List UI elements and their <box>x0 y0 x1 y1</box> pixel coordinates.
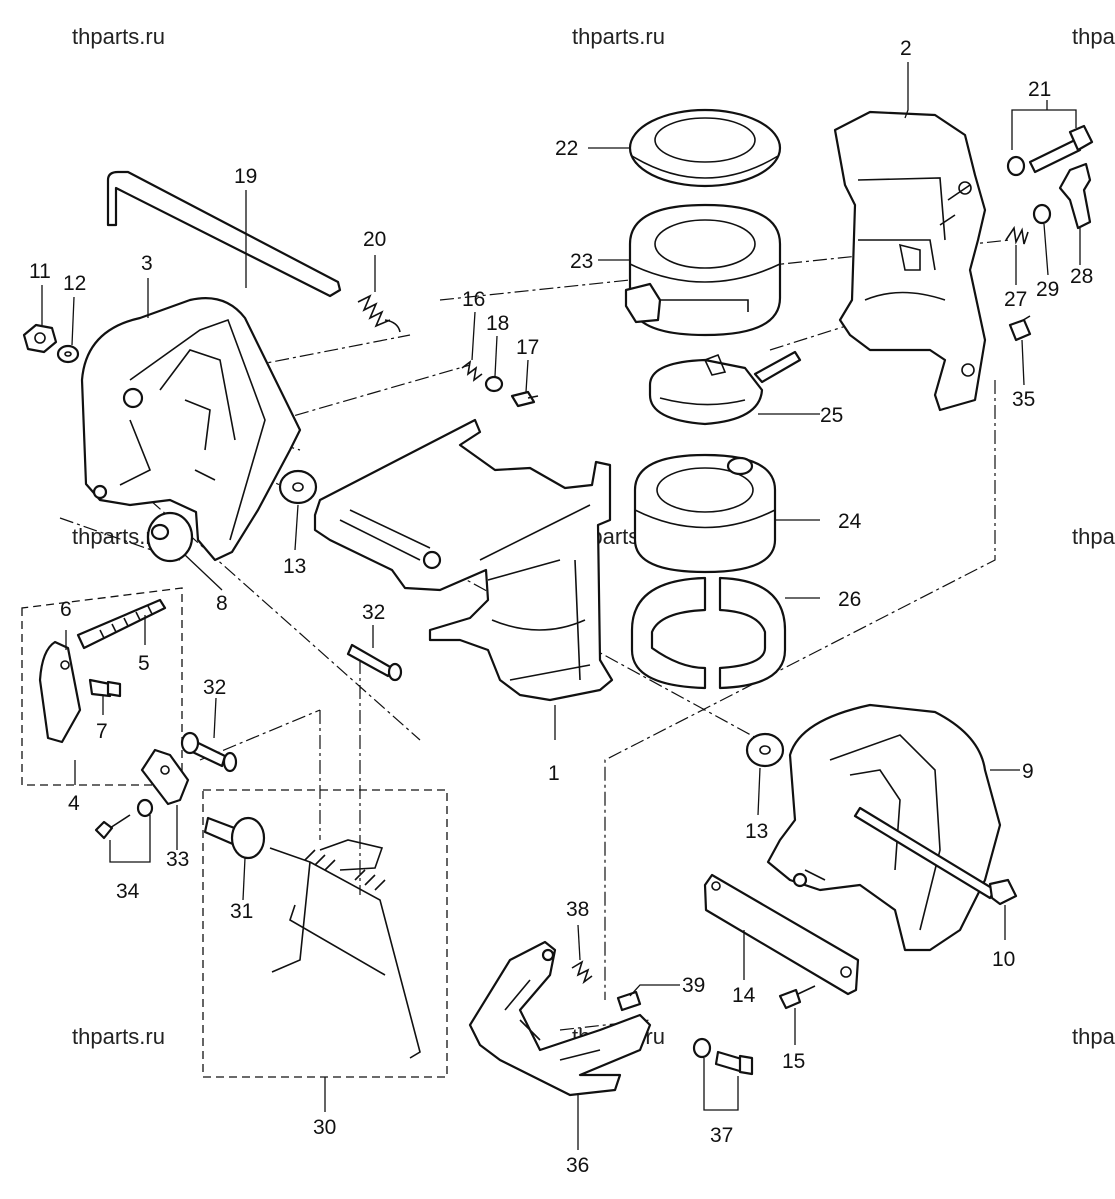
part-25-band <box>648 350 802 426</box>
callout-39: 39 <box>682 974 705 997</box>
part-32-pin-upper <box>346 643 403 682</box>
callout-36: 36 <box>566 1154 589 1177</box>
callout-28: 28 <box>1070 265 1093 288</box>
part-5-screw <box>76 598 167 650</box>
callout-26: 26 <box>838 588 861 611</box>
part-33-bracket <box>140 748 190 806</box>
callout-22: 22 <box>555 137 578 160</box>
callout-13a: 13 <box>283 555 306 578</box>
callout-21: 21 <box>1028 78 1051 101</box>
part-10-bolt <box>853 806 1018 906</box>
callout-9: 9 <box>1022 760 1034 783</box>
part-16-spring <box>461 360 483 382</box>
watermark-7: thparts.ru <box>72 1024 165 1049</box>
callout-27: 27 <box>1004 288 1027 311</box>
part-17-screw <box>510 390 539 408</box>
callout-35: 35 <box>1012 388 1035 411</box>
part-39-spacer <box>616 990 642 1012</box>
part-8-knob <box>146 511 194 563</box>
callout-18: 18 <box>486 312 509 335</box>
part-36-tilt-lever <box>468 940 652 1097</box>
part-22-ring <box>628 108 782 188</box>
part-12-washer <box>56 344 80 364</box>
callout-4: 4 <box>68 792 80 815</box>
part-29-washer <box>1032 203 1052 225</box>
callout-10: 10 <box>992 948 1015 971</box>
kit-box-30 <box>202 789 448 1078</box>
part-23-bushing <box>624 203 782 337</box>
part-7-bolt <box>88 678 122 698</box>
callout-19: 19 <box>234 165 257 188</box>
callout-31: 31 <box>230 900 253 923</box>
callout-8: 8 <box>216 592 228 615</box>
part-2-housing <box>833 110 987 412</box>
part-13-washer-right <box>745 732 785 768</box>
callout-33: 33 <box>166 848 189 871</box>
part-19-rod <box>106 170 342 298</box>
callout-20: 20 <box>363 228 386 251</box>
part-20-spring <box>357 294 401 333</box>
part-6-lock-lever <box>38 640 82 744</box>
callout-12: 12 <box>63 272 86 295</box>
callouts: 1 2 3 4 5 6 7 8 9 10 11 12 13 13 14 15 1… <box>29 37 1093 1177</box>
callout-11: 11 <box>29 260 51 283</box>
kit-box-4 <box>21 587 183 786</box>
part-1-swivel-bracket <box>313 418 614 702</box>
part-31-pin <box>203 816 266 860</box>
callout-16: 16 <box>462 288 485 311</box>
callout-5: 5 <box>138 652 150 675</box>
part-38-spring <box>571 960 593 985</box>
part-32-pin-lower <box>180 731 238 773</box>
callout-14: 14 <box>732 984 756 1007</box>
callout-2: 2 <box>900 37 912 60</box>
part-3-clamp-bracket <box>80 297 302 562</box>
watermark-3: thparts.ru <box>1072 24 1115 49</box>
leader-lines <box>41 62 1081 1150</box>
part-35-fitting <box>1008 315 1032 342</box>
part-24-bushing <box>633 453 777 574</box>
part-13-washer-left <box>278 469 318 505</box>
part-15-screw <box>778 985 816 1010</box>
callout-25: 25 <box>820 404 843 427</box>
part-34-bolt <box>94 798 154 840</box>
part-18-washer <box>484 375 504 393</box>
callout-32b: 32 <box>203 676 226 699</box>
part-14-plate <box>703 873 860 996</box>
callout-7: 7 <box>96 720 108 743</box>
part-28-knob <box>1058 162 1092 230</box>
callout-23: 23 <box>570 250 593 273</box>
watermark-1: thparts.ru <box>72 24 165 49</box>
part-26-split-ring <box>630 576 787 690</box>
callout-32a: 32 <box>362 601 385 624</box>
watermark-2: thparts.ru <box>572 24 665 49</box>
callout-1: 1 <box>548 762 560 785</box>
callout-29: 29 <box>1036 278 1059 301</box>
part-37-bolt <box>692 1037 754 1076</box>
callout-17: 17 <box>516 336 539 359</box>
watermark-6: thparts.ru <box>1072 524 1115 549</box>
callout-24: 24 <box>838 510 862 533</box>
callout-30: 30 <box>313 1116 336 1139</box>
part-27-spring <box>1005 225 1029 245</box>
callout-13b: 13 <box>745 820 768 843</box>
part-21-bolt <box>1006 124 1094 177</box>
callout-6: 6 <box>60 598 72 621</box>
callout-3: 3 <box>141 252 153 275</box>
callout-34: 34 <box>116 880 140 903</box>
part-30-wire-spring <box>269 839 421 1059</box>
callout-15: 15 <box>782 1050 805 1073</box>
part-11-nut <box>22 323 58 354</box>
callout-38: 38 <box>566 898 589 921</box>
watermark-9: thparts.ru <box>1072 1024 1115 1049</box>
callout-37: 37 <box>710 1124 733 1147</box>
